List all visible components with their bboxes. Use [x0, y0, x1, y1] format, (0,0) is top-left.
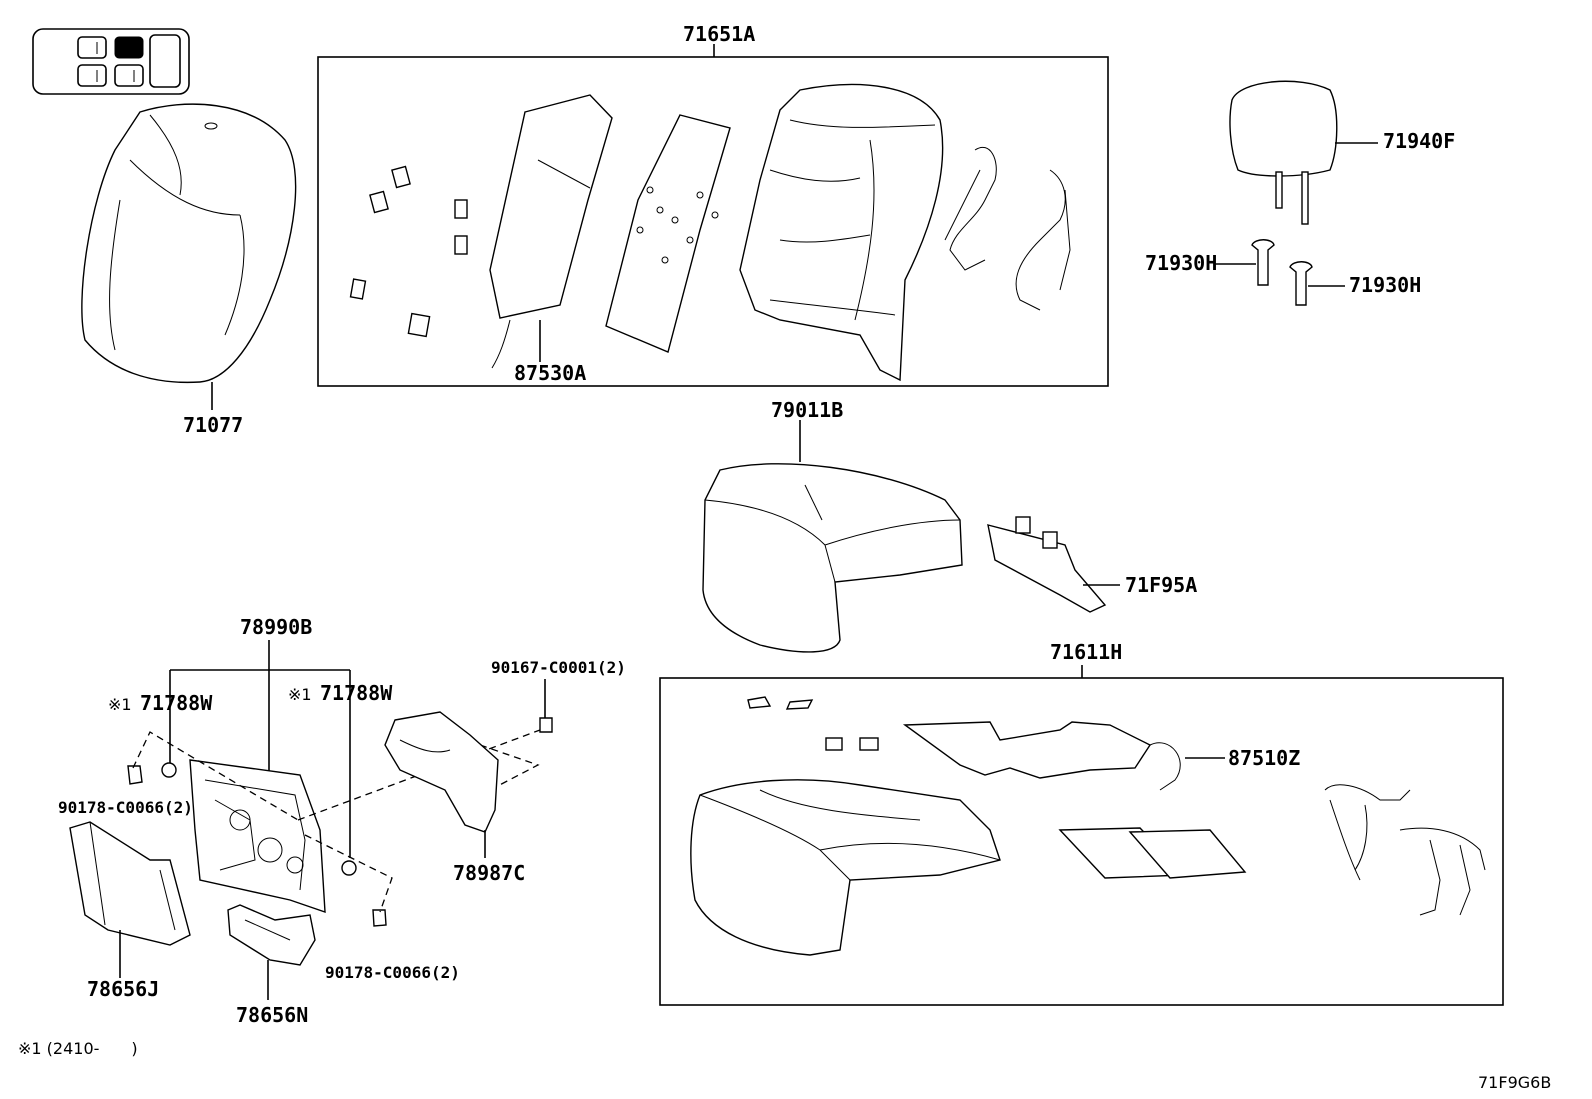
part-79011b[interactable]: 79011B — [771, 398, 843, 422]
part-71940f[interactable]: 71940F — [1383, 129, 1455, 153]
diagram-code: 71F9G6B — [1478, 1073, 1551, 1092]
part-78656n[interactable]: 78656N — [236, 1003, 308, 1027]
headrest-drawing — [1215, 80, 1378, 306]
seatback-assembly-group — [317, 44, 1109, 387]
seat-cushion-assembly-group — [659, 665, 1504, 1006]
seat-adjuster-group — [69, 640, 553, 1000]
part-71f95a[interactable]: 71F95A — [1125, 573, 1197, 597]
part-71788w-left[interactable]: 71788W — [140, 691, 213, 715]
bracket-71f95a-drawing — [987, 516, 1120, 613]
part-78656j[interactable]: 78656J — [87, 977, 159, 1001]
part-87510z[interactable]: 87510Z — [1228, 746, 1300, 770]
seat-layout-icon — [32, 28, 190, 95]
seatback-cover-drawing — [81, 103, 297, 410]
part-78987c[interactable]: 78987C — [453, 861, 525, 885]
reference-mark-right: ※1 — [288, 685, 312, 704]
part-71930h-right[interactable]: 71930H — [1349, 273, 1421, 297]
part-71077[interactable]: 71077 — [183, 413, 243, 437]
part-78990b[interactable]: 78990B — [240, 615, 312, 639]
part-71651a[interactable]: 71651A — [683, 22, 755, 46]
part-87530a[interactable]: 87530A — [514, 361, 586, 385]
part-71788w-right[interactable]: 71788W — [320, 681, 393, 705]
seat-cushion-cover-drawing — [702, 420, 963, 653]
part-71930h-left[interactable]: 71930H — [1145, 251, 1217, 275]
part-90167-c0001[interactable]: 90167-C0001(2) — [491, 658, 626, 677]
footnote: ※1 (2410- ) — [18, 1039, 138, 1058]
part-71611h[interactable]: 71611H — [1050, 640, 1122, 664]
part-90178-c0066-left[interactable]: 90178-C0066(2) — [58, 798, 193, 817]
reference-mark-left: ※1 — [108, 695, 132, 714]
part-90178-c0066-right[interactable]: 90178-C0066(2) — [325, 963, 460, 982]
